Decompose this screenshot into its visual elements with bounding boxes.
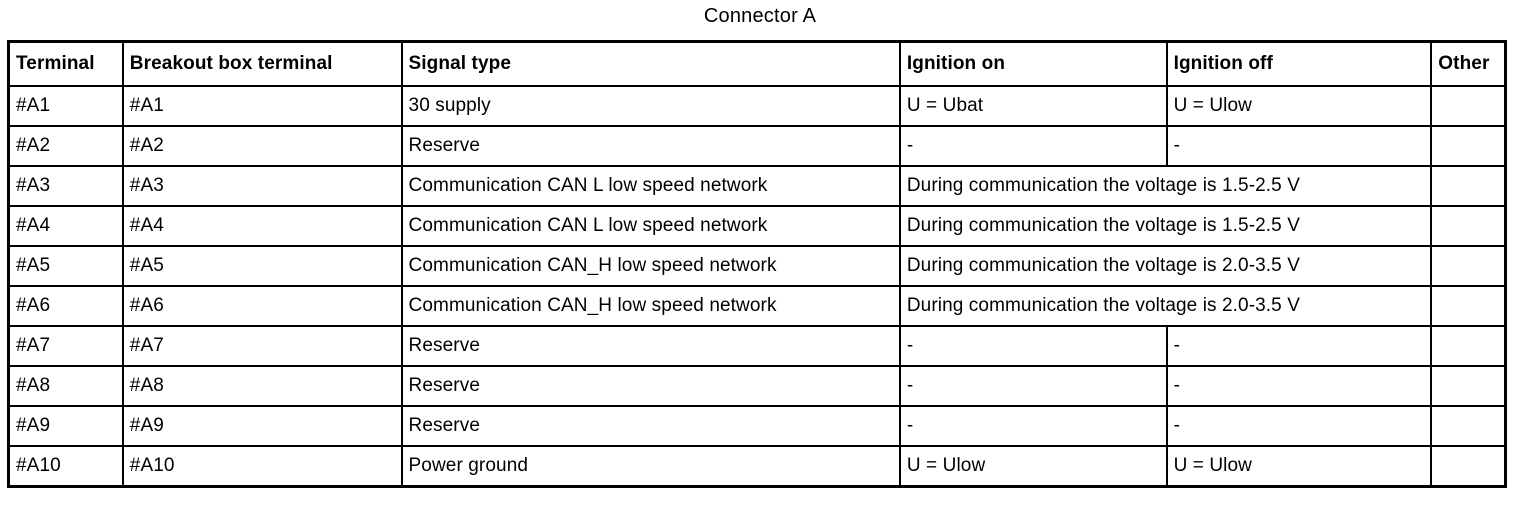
table-cell: #A7 [7, 325, 124, 367]
table-cell: - [898, 405, 1168, 447]
table-cell [1430, 205, 1507, 247]
table-cell: During communication the voltage is 1.5-… [898, 205, 1433, 247]
table-cell [1430, 85, 1507, 127]
table-cell: Power ground [400, 445, 901, 488]
table-cell [1430, 125, 1507, 167]
table-cell: - [1165, 405, 1433, 447]
table-cell: Reserve [400, 405, 901, 447]
column-header-breakout-box-terminal: Breakout box terminal [121, 40, 403, 87]
table-cell [1430, 445, 1507, 488]
table-cell [1430, 285, 1507, 327]
table-cell [1430, 325, 1507, 367]
table-cell: #A5 [7, 245, 124, 287]
column-header-ignition-on: Ignition on [898, 40, 1168, 87]
table-cell: #A2 [7, 125, 124, 167]
table-cell: U = Ulow [1165, 85, 1433, 127]
table-cell [1430, 165, 1507, 207]
table-cell: Communication CAN L low speed network [400, 205, 901, 247]
table-cell: #A6 [7, 285, 124, 327]
column-header-other: Other [1430, 40, 1507, 87]
table-cell: #A6 [121, 285, 403, 327]
table-cell: U = Ulow [898, 445, 1168, 488]
table-cell: #A5 [121, 245, 403, 287]
table-cell: - [1165, 365, 1433, 407]
table-cell: #A8 [7, 365, 124, 407]
table-cell: #A10 [121, 445, 403, 488]
table-cell [1430, 405, 1507, 447]
table-cell: Communication CAN L low speed network [400, 165, 901, 207]
table-cell: Reserve [400, 365, 901, 407]
table-cell: - [898, 325, 1168, 367]
column-header-ignition-off: Ignition off [1165, 40, 1433, 87]
table-cell [1430, 245, 1507, 287]
table-cell: #A9 [121, 405, 403, 447]
table-cell: #A2 [121, 125, 403, 167]
table-cell: During communication the voltage is 2.0-… [898, 285, 1433, 327]
table-cell: #A9 [7, 405, 124, 447]
table-cell: Communication CAN_H low speed network [400, 245, 901, 287]
table-cell: Reserve [400, 325, 901, 367]
table-cell: Reserve [400, 125, 901, 167]
column-header-signal-type: Signal type [400, 40, 901, 87]
table-cell: Communication CAN_H low speed network [400, 285, 901, 327]
table-cell: #A4 [121, 205, 403, 247]
table-cell: #A1 [7, 85, 124, 127]
table-cell: 30 supply [400, 85, 901, 127]
table-cell: U = Ubat [898, 85, 1168, 127]
table-cell: #A1 [121, 85, 403, 127]
table-cell: #A7 [121, 325, 403, 367]
table-cell: #A4 [7, 205, 124, 247]
table-cell: - [898, 125, 1168, 167]
table-cell: #A10 [7, 445, 124, 488]
connector-a-table: Terminal Breakout box terminal Signal ty… [7, 40, 1507, 488]
table-header-row: Terminal Breakout box terminal Signal ty… [7, 40, 1507, 87]
table-cell: U = Ulow [1165, 445, 1433, 488]
table-cell: #A3 [7, 165, 124, 207]
table-cell: - [1165, 325, 1433, 367]
table-cell: During communication the voltage is 2.0-… [898, 245, 1433, 287]
table-cell: #A3 [121, 165, 403, 207]
table-cell: During communication the voltage is 1.5-… [898, 165, 1433, 207]
table-cell [1430, 365, 1507, 407]
column-header-terminal: Terminal [7, 40, 124, 87]
table-cell: - [898, 365, 1168, 407]
table-cell: - [1165, 125, 1433, 167]
table-cell: #A8 [121, 365, 403, 407]
table-title: Connector A [703, 5, 817, 27]
